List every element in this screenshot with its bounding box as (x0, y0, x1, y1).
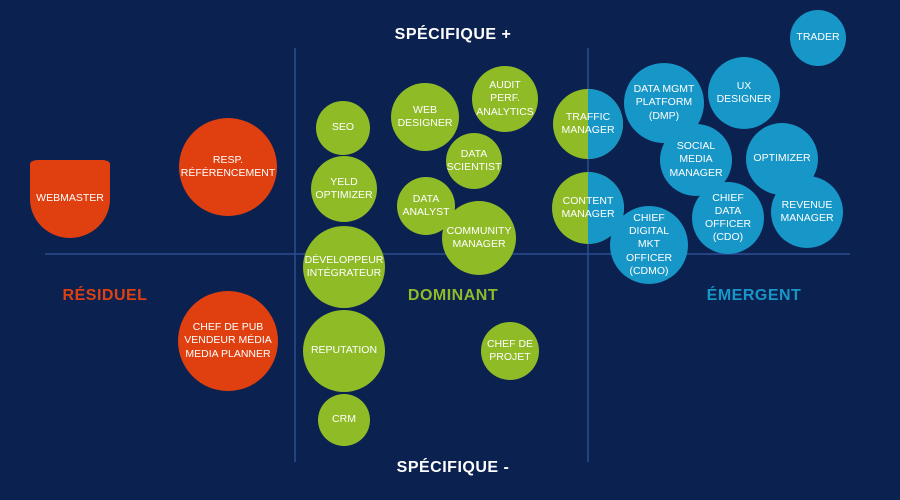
bubble-yeld-optimizer: YELD OPTIMIZER (311, 156, 377, 222)
bubble-chef-de-pub: CHEF DE PUB VENDEUR MÉDIA MEDIA PLANNER (178, 291, 278, 391)
bubble-traffic-manager: TRAFFIC MANAGER (553, 89, 623, 159)
bubble-resp-referencement: RESP. RÉFÉRENCEMENT (179, 118, 277, 216)
bubble-data-scientist: DATA SCIENTIST (446, 133, 502, 189)
bubble-chief-digital: CHIEF DIGITAL MKT OFFICER (CDMO) (610, 206, 688, 284)
bubble-reputation: REPUTATION (303, 310, 385, 392)
zone-label-emergent: ÉMERGENT (706, 287, 802, 304)
bubble-content-manager: CONTENT MANAGER (552, 172, 624, 244)
bubble-webmaster: WEBMASTER (30, 160, 110, 238)
bubble-audit-perf: AUDIT PERF. ANALYTICS (472, 66, 538, 132)
bubble-developpeur: DÉVELOPPEUR INTÉGRATEUR (303, 226, 385, 308)
top-axis-title: SPÉCIFIQUE + (394, 26, 512, 43)
bubble-ux-designer: UX DESIGNER (708, 57, 780, 129)
bubble-web-designer: WEB DESIGNER (391, 83, 459, 151)
bubble-crm: CRM (318, 394, 370, 446)
bubble-community-manager: COMMUNITY MANAGER (442, 201, 516, 275)
bubble-chief-data: CHIEF DATA OFFICER (CDO) (692, 182, 764, 254)
bubble-revenue-manager: REVENUE MANAGER (771, 176, 843, 248)
bubble-chef-de-projet: CHEF DE PROJET (481, 322, 539, 380)
zone-label-dominant: DOMINANT (407, 287, 499, 304)
bubble-trader: TRADER (790, 10, 846, 66)
zone-label-residuel: RÉSIDUEL (62, 287, 148, 304)
bottom-axis-title: SPÉCIFIQUE - (396, 459, 510, 476)
bubble-seo: SEO (316, 101, 370, 155)
